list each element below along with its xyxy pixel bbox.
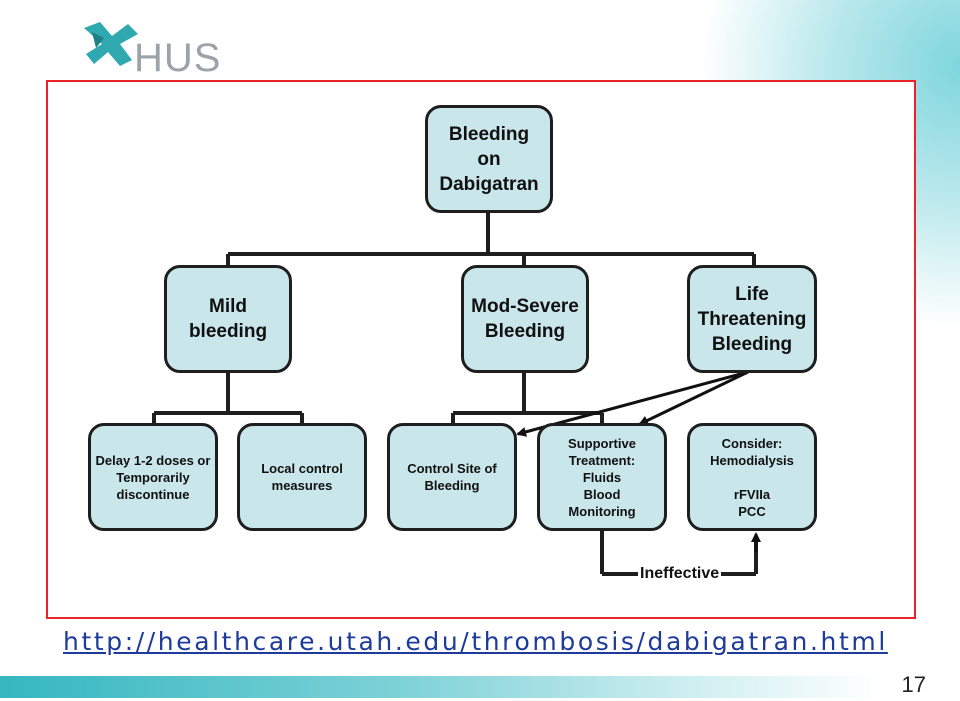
node-delay-doses: Delay 1-2 doses or Temporarily discontin…: [88, 423, 218, 531]
node-bleeding-on-dabigatran: Bleeding on Dabigatran: [425, 105, 553, 213]
node-mod-severe-bleeding: Mod-Severe Bleeding: [461, 265, 589, 373]
edge-label-ineffective: Ineffective: [638, 565, 722, 583]
node-life-threatening-bleeding: Life Threatening Bleeding: [687, 265, 817, 373]
hus-logo-mark-icon: [84, 22, 138, 66]
node-control-site-of-bleeding: Control Site of Bleeding: [387, 423, 517, 531]
hus-logo-text: HUS: [134, 36, 222, 80]
node-consider: Consider: Hemodialysis rFVIIa PCC: [687, 423, 817, 531]
source-link[interactable]: http://healthcare.utah.edu/thrombosis/da…: [63, 627, 888, 656]
node-supportive-treatment: Supportive Treatment: Fluids Blood Monit…: [537, 423, 667, 531]
hus-logo: HUS: [82, 20, 232, 80]
footer-gradient-bar: [0, 676, 880, 698]
arrow-life-to-supportive: [638, 370, 749, 426]
node-mild-bleeding: Mild bleeding: [164, 265, 292, 373]
node-local-control-measures: Local control measures: [237, 423, 367, 531]
diagram-frame: Bleeding on Dabigatran Mild bleeding Mod…: [46, 80, 916, 619]
page-number: 17: [901, 672, 926, 697]
